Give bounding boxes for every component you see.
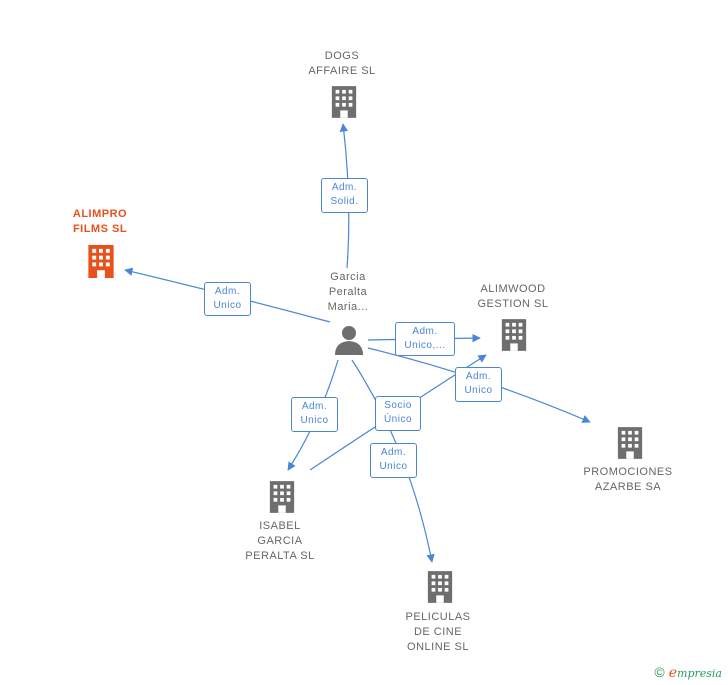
node-alimpro-label[interactable]: ALIMPRO FILMS SL [72,208,128,235]
logo-e-letter: e [668,665,678,681]
edge-label-alimpro: Adm.Unico [204,282,251,316]
dogs-building-icon [331,86,357,118]
empresia-logo[interactable]: ©empresia [654,664,722,681]
node-person-label[interactable]: Garcia Peralta Maria... [327,271,369,313]
edge-label-peliculas: Adm.Unico [370,443,417,478]
alimpro-building-icon [88,245,114,278]
person-icon [335,326,363,355]
logo-brand-text: mpresia [677,667,722,680]
alimwood-building-icon [501,319,527,351]
edge-label-isabel: Adm.Unico [291,397,338,432]
node-promociones-label[interactable]: PROMOCIONES AZARBE SA [583,466,673,493]
copyright-symbol: © [654,664,665,680]
isabel-building-icon [269,481,295,513]
promociones-building-icon [617,427,643,459]
node-peliculas-label[interactable]: PELICULAS DE CINE ONLINE SL [405,611,471,653]
peliculas-building-icon [427,571,453,603]
node-alimwood-label[interactable]: ALIMWOOD GESTION SL [477,283,549,310]
edge-label-dogs: Adm.Solid. [321,178,368,213]
edge-label-alimwood-b: Adm.Unico [455,367,502,402]
node-isabel-label[interactable]: ISABEL GARCIA PERALTA SL [245,520,315,562]
node-dogs-label[interactable]: DOGS AFFAIRE SL [308,50,376,77]
edge-label-alimwood-a: Adm.Unico,... [395,322,455,356]
